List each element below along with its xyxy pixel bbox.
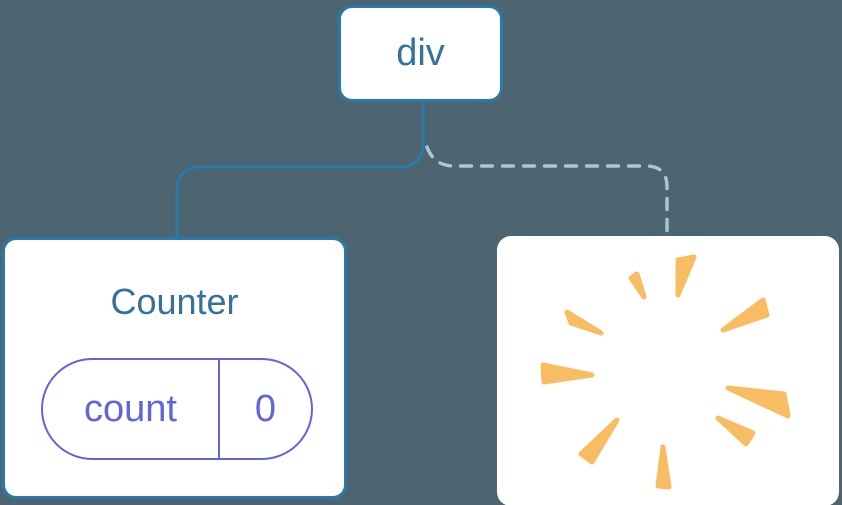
poof-burst-icon [540, 254, 791, 490]
poof-ray [655, 444, 672, 490]
counter-title: Counter [110, 281, 239, 322]
connector-dashed-line [425, 145, 669, 239]
counter-component-card: Counter count 0 [2, 237, 347, 499]
poof-ray [628, 271, 647, 300]
poof-ray [540, 362, 595, 385]
poof-ray [578, 417, 620, 465]
poof-ray [725, 385, 791, 419]
root-node-label: div [396, 32, 445, 74]
poof-ray [675, 254, 697, 298]
connector-solid-line [175, 100, 425, 240]
root-node-div: div [338, 5, 503, 102]
state-pill: count 0 [41, 358, 313, 460]
poof-ray [564, 309, 604, 336]
removed-component-card [497, 236, 839, 505]
poof-ray [720, 297, 770, 333]
state-key: count [43, 360, 220, 458]
poof-ray [715, 415, 756, 447]
state-value: 0 [254, 387, 277, 430]
